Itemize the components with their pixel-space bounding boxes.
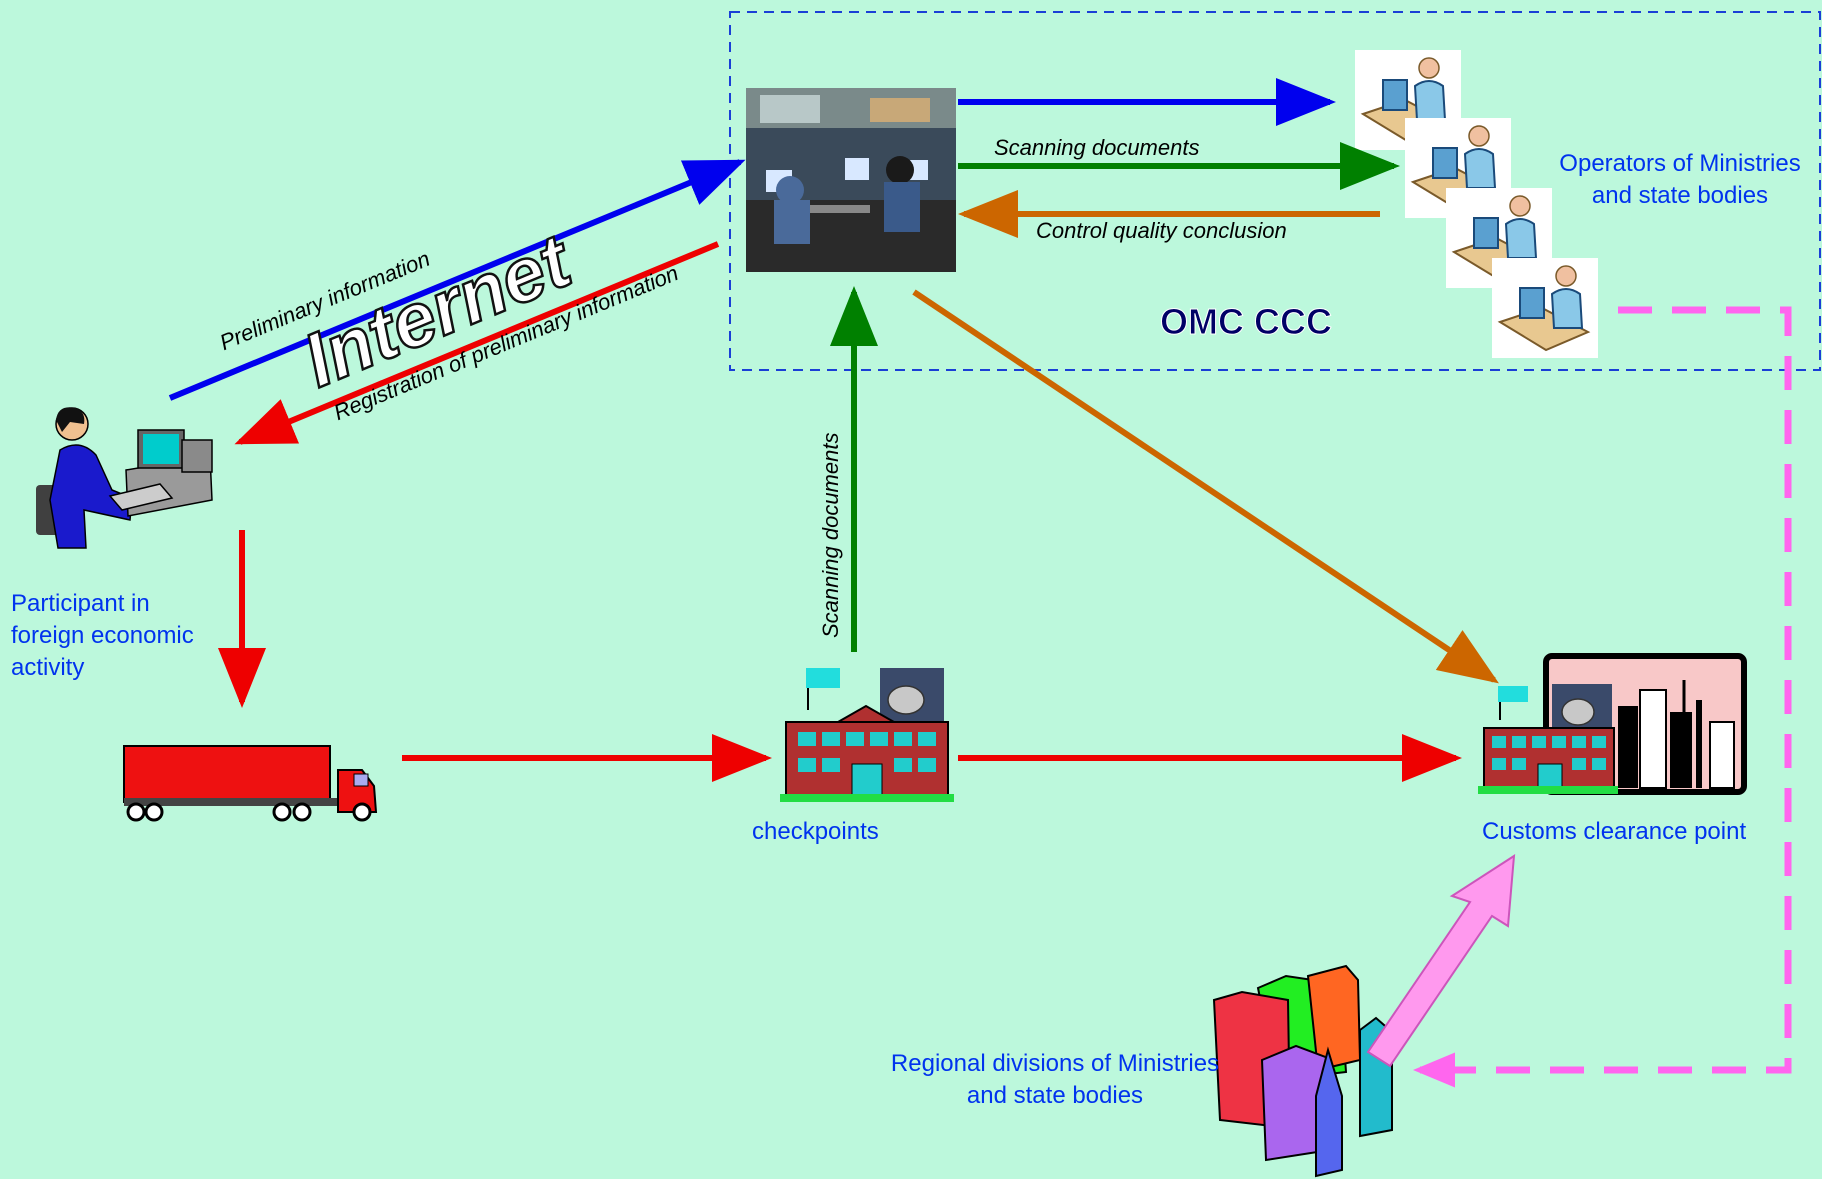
omc-to-customs-arrow [912,289,1499,684]
checkpoints-label: checkpoints [752,818,879,845]
operators-to-regional-dashed-arrow [1413,306,1792,1088]
control-room-photo [746,88,956,272]
scanning-documents-label: Scanning documents [994,135,1200,160]
operators-label: Operators of Ministries and state bodies [1559,150,1801,209]
control-quality-label: Control quality conclusion [1036,218,1287,243]
customs-label: Customs clearance point [1482,818,1747,845]
truck-icon [123,745,378,822]
city-buildings-icon [1212,964,1393,1178]
operator-workstation-icon [1355,50,1598,358]
customs-building-cityscape-icon [1478,653,1747,795]
omc-label: OMC CCC [1160,301,1332,342]
regional-label: Regional divisions of Ministries and sta… [890,1050,1220,1109]
participant-label: Participant in foreign economic activity [11,590,194,681]
scanning-documents-vertical-label: Scanning documents [818,432,843,638]
person-at-computer-icon [36,407,213,549]
registration-arrow [234,241,720,445]
preliminary-info-arrow [168,159,746,401]
omc-boundary [729,11,1821,371]
regional-to-customs-arrow [1366,854,1516,1068]
building-with-satellite-icon [780,668,954,802]
